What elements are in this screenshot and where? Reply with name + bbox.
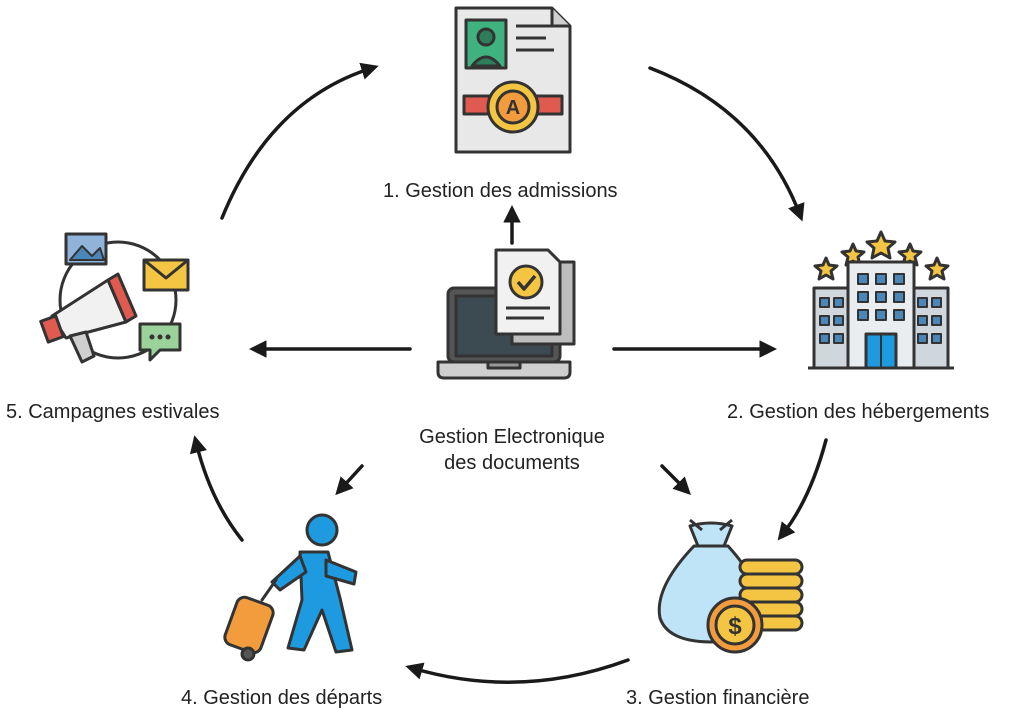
- step-label-finance: 3. Gestion financière: [626, 687, 810, 709]
- svg-text:$: $: [728, 613, 742, 640]
- arrow-finance-to-departures: [405, 658, 630, 684]
- traveler-icon: [223, 513, 358, 662]
- step-label-housing: 2. Gestion des hébergements: [727, 401, 990, 423]
- arrow-center-down-right: [660, 464, 691, 495]
- arrow-departures-to-campaigns: [189, 435, 244, 542]
- certificate-icon: A: [454, 6, 572, 154]
- center-label: Gestion Electronique des documents: [392, 424, 632, 476]
- step-label-departures: 4. Gestion des départs: [181, 687, 383, 709]
- step-label-campaigns: 5. Campagnes estivales: [6, 401, 220, 423]
- cycle-arrows: [189, 62, 828, 684]
- hotel-icon: [808, 230, 954, 370]
- arrow-housing-to-finance: [777, 438, 828, 541]
- laptop-document-icon: [436, 248, 576, 380]
- svg-text:A: A: [506, 97, 520, 119]
- arrow-campaigns-to-admissions: [220, 62, 379, 220]
- center-arrows: [249, 205, 777, 496]
- step-label-admissions: 1. Gestion des admissions: [383, 180, 618, 202]
- center-label-line1: Gestion Electronique: [419, 426, 605, 448]
- arrow-center-down-left: [335, 464, 364, 496]
- money-bag-icon: $: [657, 518, 804, 654]
- arrow-admissions-to-housing: [648, 66, 805, 222]
- center-label-line2: des documents: [444, 452, 580, 474]
- megaphone-icon: [39, 232, 190, 364]
